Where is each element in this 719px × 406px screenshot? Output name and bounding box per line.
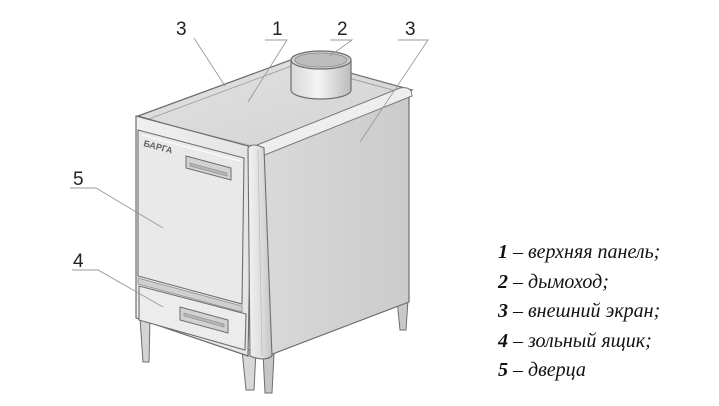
legend-text: – зольный ящик; [508, 329, 652, 352]
leader-4 [72, 269, 164, 308]
leader-lines [70, 37, 429, 308]
leader-1 [247, 39, 288, 103]
leader-2 [329, 39, 354, 57]
legend-item: 1 – верхняя панель; [498, 238, 660, 268]
legend-item: 2 – дымоход; [498, 268, 660, 298]
callout-3-right: 3 [405, 19, 416, 40]
callout-4: 4 [73, 251, 84, 272]
ash-drawer [138, 285, 247, 351]
legend-text: – внешний экран; [508, 300, 661, 322]
legend-text: – дымоход; [508, 270, 609, 293]
leader-3-left [193, 37, 226, 87]
legend-item: 4 – зольный ящик; [498, 327, 660, 357]
chimney-pipe [290, 50, 352, 100]
legend-number: 5 [498, 359, 508, 381]
legend-item: 3 – внешний экран; [498, 297, 660, 327]
legend-number: 3 [498, 300, 508, 322]
callout-1: 1 [272, 19, 283, 40]
callout-3-left: 3 [176, 19, 187, 40]
legend-number: 2 [498, 270, 508, 293]
legend: 1 – верхняя панель; 2 – дымоход; 3 – вне… [498, 238, 660, 386]
callout-2: 2 [337, 19, 348, 40]
legend-number: 4 [498, 329, 508, 352]
stove-legs [139, 299, 409, 394]
firebox-door [137, 129, 245, 305]
legend-text: – верхняя панель; [508, 241, 661, 263]
callout-5: 5 [73, 169, 84, 190]
legend-number: 1 [498, 241, 508, 263]
leader-5 [70, 187, 164, 229]
legend-text: – дверца [508, 359, 586, 381]
legend-item: 5 – дверца [498, 356, 660, 386]
leader-3-right [359, 39, 429, 143]
